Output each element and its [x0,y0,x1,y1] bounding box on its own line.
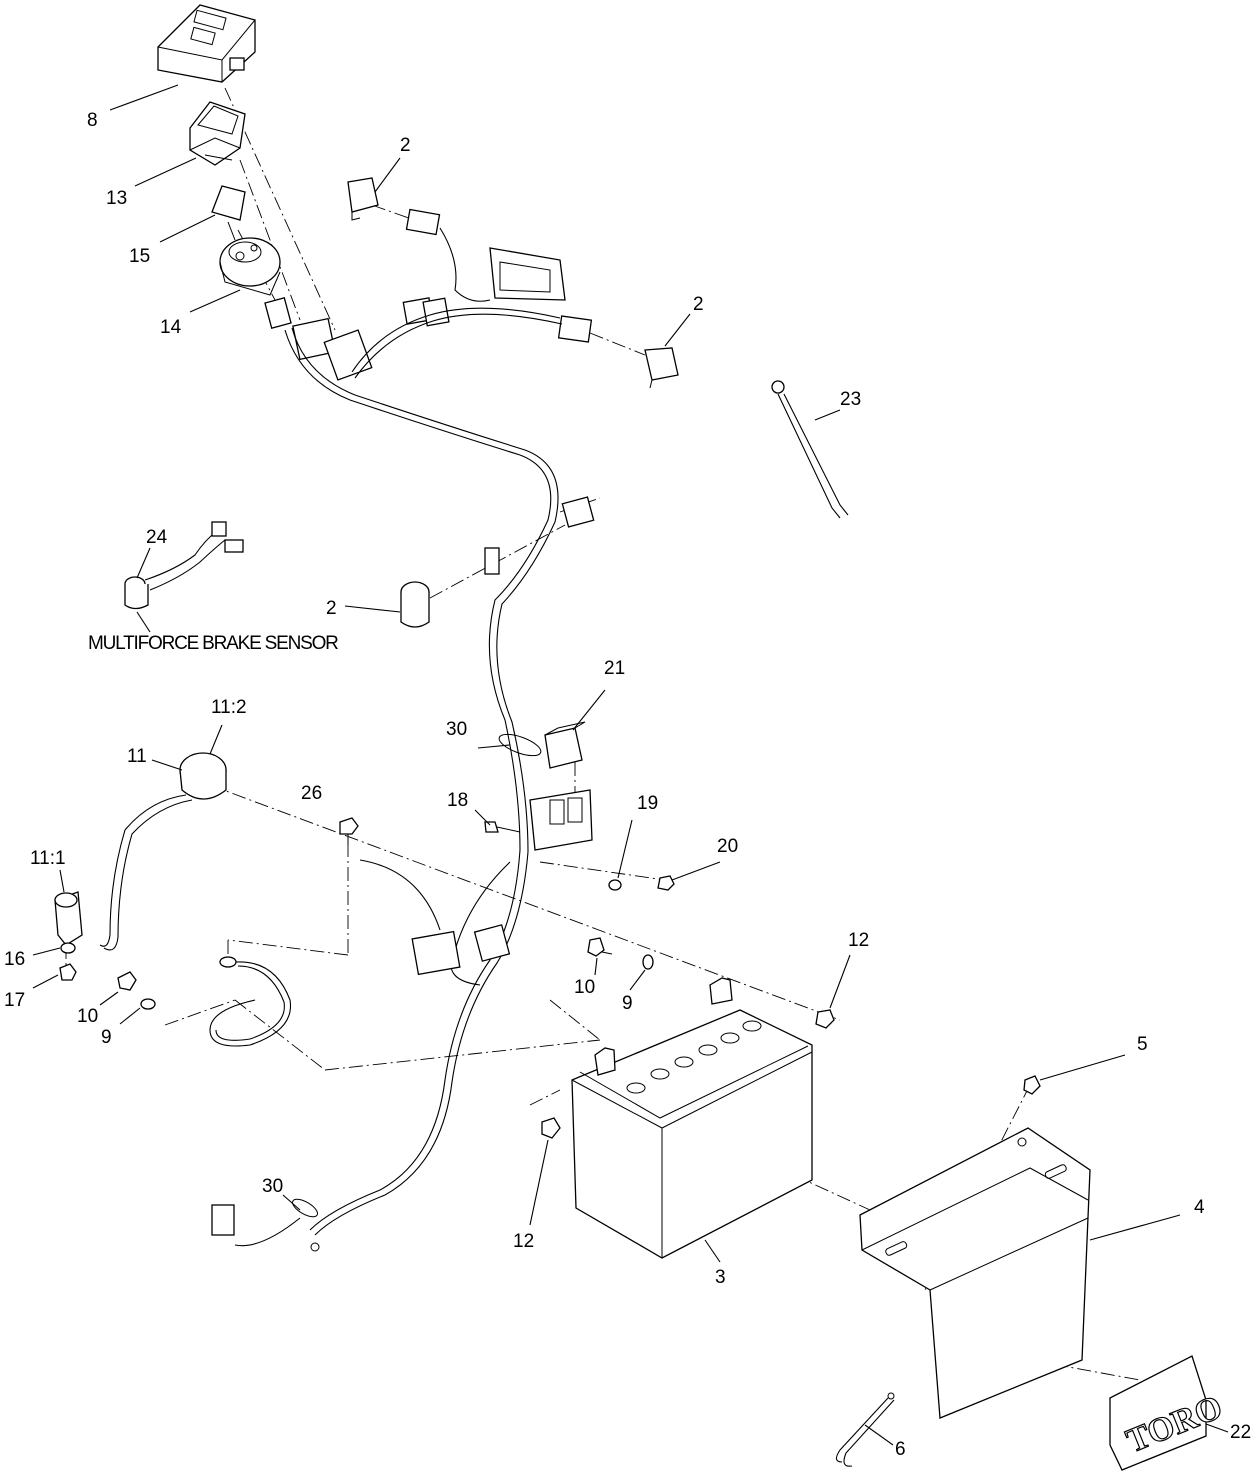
washer-9b-part [642,954,654,970]
positive-cable-part [54,752,227,951]
callout-5: 5 [1137,1034,1148,1055]
fuse-block-part [411,789,593,976]
leader-lines [32,84,1229,1446]
battery-part [571,977,813,1259]
callout-3: 3 [715,1267,726,1288]
nut-12a-part [815,1009,835,1029]
battery-bracket-part [859,1127,1091,1419]
callout-20: 20 [717,836,738,857]
main-wire-harness [234,227,563,1247]
callout-22: 22 [1230,1422,1251,1443]
callout-12-right: 12 [848,930,869,951]
callout-30-upper: 30 [446,719,467,740]
callout-30-lower: 30 [262,1176,283,1197]
brake-sensor-caption: MULTIFORCE BRAKE SENSOR [88,633,338,654]
callout-4: 4 [1194,1197,1205,1218]
seat-switch-part-a [347,177,379,221]
nut-12b-part [541,1117,561,1139]
key-part [211,185,246,241]
nut-20-part [657,875,675,891]
callout-9-left: 9 [101,1027,112,1048]
brake-sensor-part [124,521,244,610]
callout-6: 6 [895,1439,906,1460]
ignition-switch-part [219,237,281,296]
switch-part [189,101,246,166]
callout-23: 23 [840,389,861,410]
callout-labels: 8 13 15 14 2 2 2 23 24 MULTIFORCE BRAKE … [4,110,1251,1460]
callout-19: 19 [637,793,658,814]
callout-14: 14 [160,317,182,338]
bolt-18-part [484,821,521,833]
wire-jumper-23-part [771,380,849,519]
bolt-10b-part [587,937,613,957]
connector-30-part [211,1204,320,1252]
ground-cable-part [209,956,292,1047]
callout-15: 15 [129,246,150,267]
callout-26: 26 [301,783,322,804]
hour-meter-part [157,4,256,83]
harness-connectors-top [264,208,595,575]
bolt-26-part [339,817,359,845]
washer-16-part [60,942,76,954]
callout-8: 8 [87,110,98,131]
seat-switch-part-b [644,347,679,389]
decal-part: TORO [1109,1355,1228,1471]
callout-24: 24 [146,527,168,548]
nut-5-part [1023,1075,1041,1095]
callout-12-left: 12 [513,1231,534,1252]
relay-part [544,721,586,769]
callout-11-1: 11:1 [30,848,66,869]
callout-2-right: 2 [693,294,704,315]
hold-down-rod-part [835,1392,895,1467]
callout-2-top: 2 [400,135,411,156]
bolt-10a-part [117,971,137,991]
callout-21: 21 [604,658,625,679]
nut-17-part [59,963,77,981]
callout-9-right: 9 [622,993,633,1014]
washer-19-part [608,879,622,891]
callout-11: 11 [127,746,147,767]
callout-16: 16 [4,949,25,970]
callout-18: 18 [447,790,468,811]
brake-switch-part [400,581,430,628]
callout-11-2: 11:2 [211,697,247,718]
callout-10-left: 10 [77,1006,98,1027]
washer-9a-part [140,998,156,1010]
callout-2-middle: 2 [326,598,337,619]
callout-10-right: 10 [574,977,595,998]
callout-17: 17 [4,990,25,1011]
callout-13: 13 [106,188,127,209]
